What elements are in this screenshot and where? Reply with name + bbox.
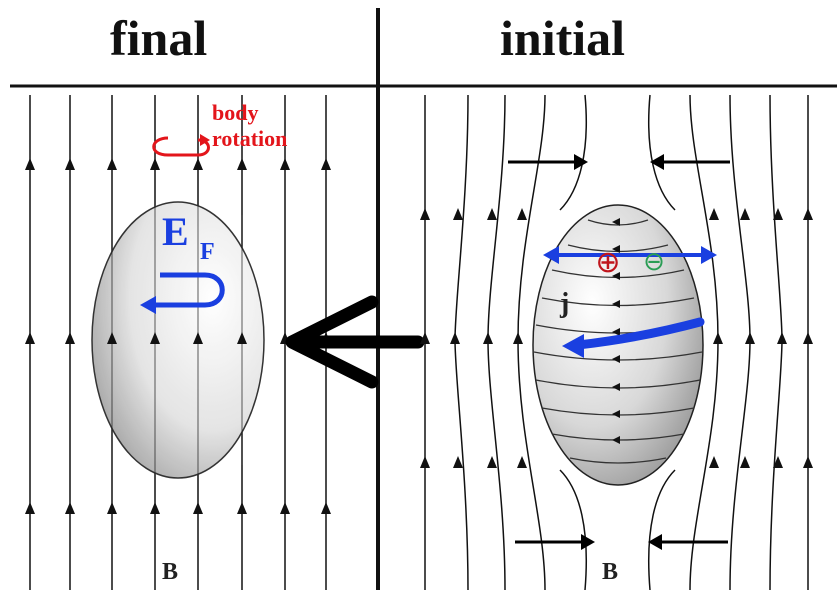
left-field-arrowheads [25,158,331,514]
compression-arrows-bottom [515,534,728,550]
final-body-ellipse [91,201,265,479]
ef-subscript: F [200,239,215,265]
b-field-label-left: B [162,559,179,585]
body-rotation-label-2: rotation [212,126,288,151]
transition-arrow [285,295,425,389]
body-rotation-label: body [212,100,259,125]
current-density-label: j [560,288,570,319]
charge-separation-arrow [543,246,717,264]
right-field-arrowheads [420,208,813,468]
compression-arrows-top [508,154,730,170]
negative-charge-icon: ⊖ [643,247,665,277]
b-field-label-right: B [602,559,619,585]
current-arrowheads [612,218,620,444]
current-arrow [562,317,705,358]
positive-charge-icon: ⊕ [595,245,620,280]
panel-title-final: final [110,10,208,66]
panel-title-initial: initial [500,10,626,66]
ef-label: E [162,209,189,254]
body-rotation-icon [152,134,210,157]
ef-rotation-icon [140,272,225,314]
